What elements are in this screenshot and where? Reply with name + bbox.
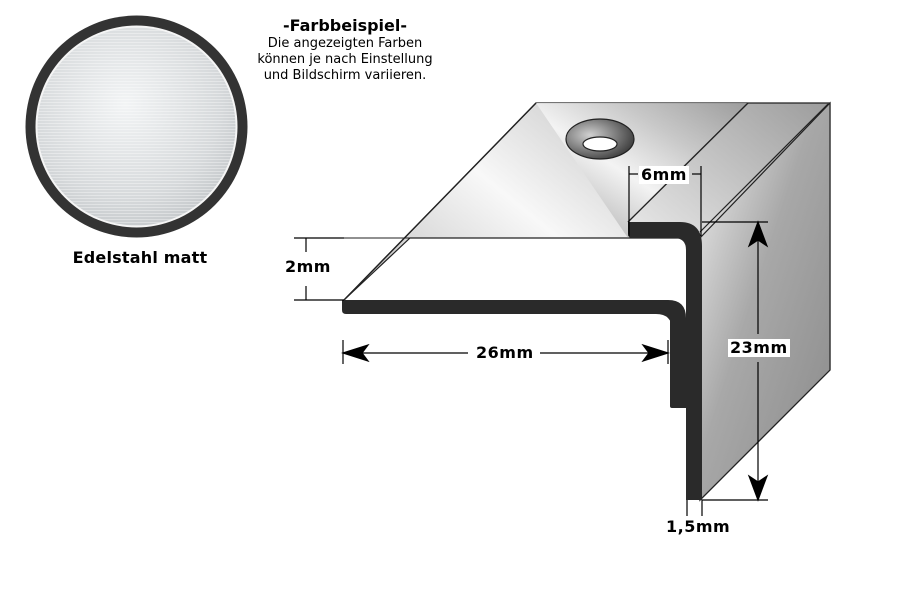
profile-surfaces — [306, 101, 831, 502]
dimension-thickness: 1,5mm — [666, 517, 731, 536]
dimension-tread-width: 26mm — [474, 343, 536, 362]
color-swatch-edelstahl-matt — [25, 15, 248, 238]
disclaimer-title: -Farbbeispiel- — [283, 16, 407, 35]
dimension-leg-height: 23mm — [728, 338, 790, 357]
disclaimer-line: und Bildschirm variieren. — [263, 68, 427, 83]
swatch-label: Edelstahl matt — [72, 248, 208, 267]
dimension-edge-height: 2mm — [283, 257, 333, 276]
color-disclaimer: -Farbbeispiel- Die angezeigten Farben kö… — [240, 16, 450, 84]
disclaimer-line: Die angezeigten Farben — [267, 36, 423, 51]
dimension-lines — [294, 166, 769, 516]
disclaimer-line: können je nach Einstellung — [257, 52, 433, 67]
dimension-lip-width: 6mm — [639, 165, 689, 184]
